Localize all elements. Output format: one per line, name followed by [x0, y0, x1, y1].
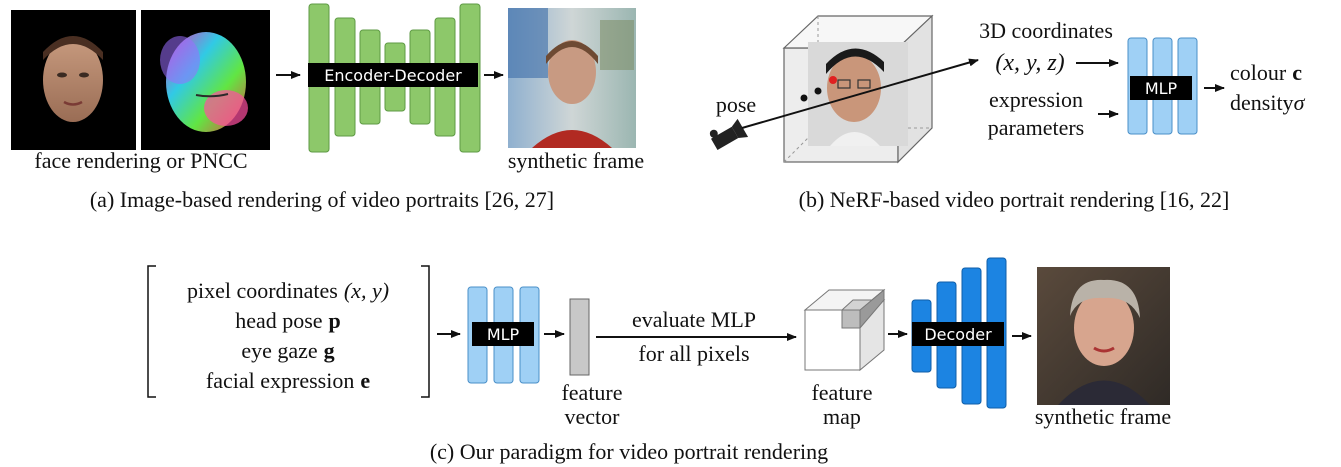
face-rendering-image — [11, 10, 136, 150]
ray-line — [741, 58, 979, 129]
decoder-label: Decoder — [924, 325, 992, 344]
encoder-decoder-label: Encoder-Decoder — [324, 66, 462, 85]
mlp-label-b: MLP — [1145, 79, 1178, 98]
ray-sample-point-1 — [800, 94, 808, 102]
synthetic-frame-image-c — [1037, 267, 1170, 405]
expression-label-1: expression — [989, 87, 1083, 112]
caption-c: (c) Our paradigm for video portrait rend… — [430, 439, 828, 464]
evaluate-mlp-label-1: evaluate MLP — [632, 307, 756, 332]
decoder-label-box — [912, 322, 1004, 346]
caption-b: (b) NeRF-based video portrait rendering … — [799, 187, 1230, 212]
pose-label: pose — [716, 92, 756, 117]
panel-b: pose 3D coordinates (x, y, z) expression… — [709, 14, 1306, 212]
input-bracket-left — [147, 265, 156, 398]
feature-map-label-2: map — [823, 404, 861, 429]
ray-query-point — [829, 76, 837, 84]
evaluate-mlp-label-2: for all pixels — [638, 341, 749, 366]
caption-a: (a) Image-based rendering of video portr… — [90, 187, 554, 212]
feature-vector-label-1: feature — [561, 380, 622, 405]
expression-label-2: parameters — [988, 115, 1085, 140]
input-pixel-coordinates: pixel coordinates(x, y) — [187, 278, 389, 303]
synthetic-frame-image-a — [508, 8, 636, 148]
coords-xyz: (x, y, z) — [995, 50, 1064, 76]
coords-label: 3D coordinates — [979, 18, 1113, 43]
input-bracket-right — [421, 265, 430, 398]
ray-sample-point-2 — [814, 87, 822, 95]
mlp-label-c: MLP — [487, 325, 520, 344]
feature-map-cube — [803, 288, 886, 372]
feature-vector-box — [569, 298, 590, 376]
synthetic-frame-label-c: synthetic frame — [1035, 404, 1171, 429]
camera-icon — [709, 118, 749, 151]
pncc-image — [141, 10, 270, 150]
feature-vector-label-2: vector — [565, 404, 621, 429]
feature-map-label-1: feature — [811, 380, 872, 405]
face-rendering-label: face rendering or PNCC — [34, 148, 247, 173]
mlp-label-box-c — [472, 322, 534, 346]
synthetic-frame-label-a: synthetic frame — [508, 148, 644, 173]
portrait-in-volume — [808, 42, 908, 146]
mlp-label-box-b — [1130, 76, 1192, 100]
output-density-label: densityσ — [1230, 90, 1306, 115]
panel-a: face rendering or PNCC Encoder-Decoder s… — [11, 3, 644, 212]
encoder-decoder-label-box — [308, 63, 478, 87]
